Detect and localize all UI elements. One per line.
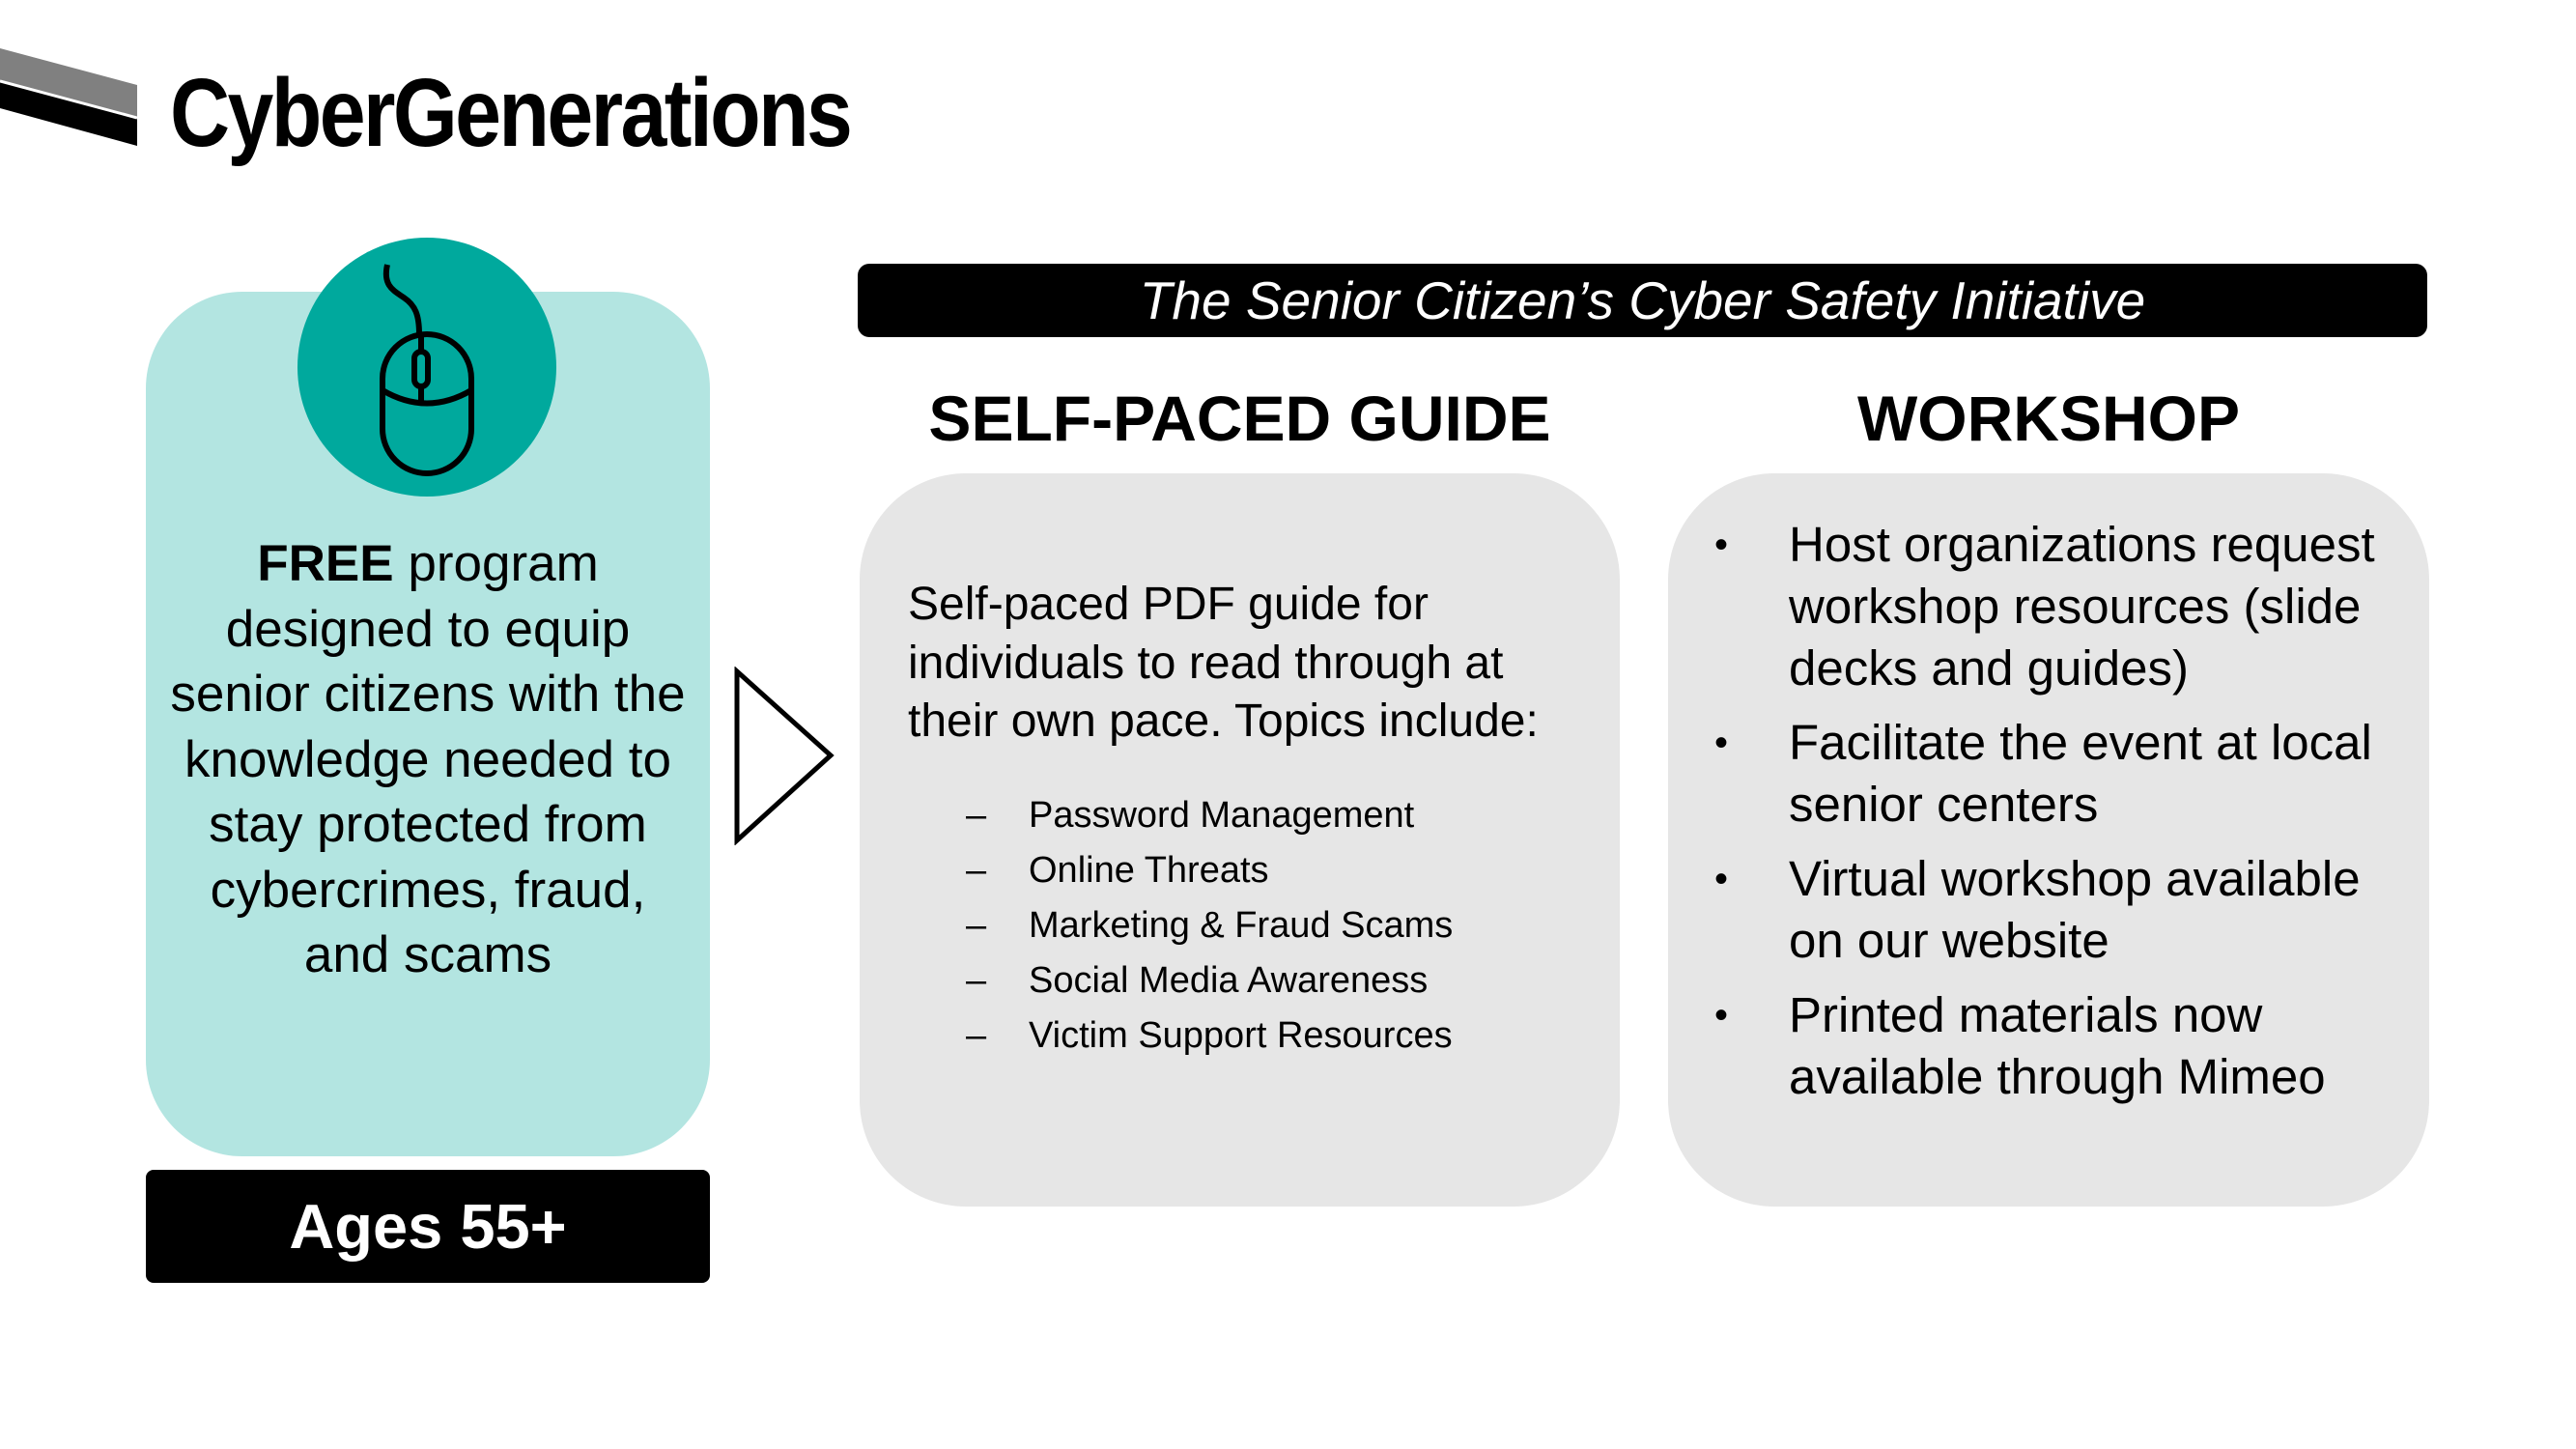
list-item: •Virtual workshop available on our websi… bbox=[1714, 848, 2410, 972]
list-item: •Host organizations request workshop res… bbox=[1714, 514, 2410, 699]
list-item: –Social Media Awareness bbox=[966, 953, 1453, 1009]
list-item: –Victim Support Resources bbox=[966, 1009, 1453, 1064]
guide-description: Self-paced PDF guide for individuals to … bbox=[908, 579, 1539, 747]
workshop-heading: WORKSHOP bbox=[1857, 383, 2240, 454]
workshop-item: Virtual workshop available on our websit… bbox=[1789, 851, 2361, 968]
topic-label: Password Management bbox=[1029, 795, 1415, 836]
topic-label: Online Threats bbox=[1029, 850, 1269, 891]
page-title: CyberGenerations bbox=[170, 59, 853, 167]
topic-label: Victim Support Resources bbox=[1029, 1015, 1453, 1056]
workshop-panel bbox=[1668, 473, 2429, 1207]
initiative-banner: The Senior Citizen’s Cyber Safety Initia… bbox=[858, 264, 2427, 337]
intro-description: program designed to equip senior citizen… bbox=[170, 535, 686, 983]
list-item: –Online Threats bbox=[966, 843, 1453, 898]
computer-mouse-icon bbox=[380, 264, 474, 476]
topics-list: –Password Management –Online Threats –Ma… bbox=[966, 788, 1453, 1064]
topic-label: Social Media Awareness bbox=[1029, 960, 1429, 1001]
workshop-item: Printed materials now available through … bbox=[1789, 987, 2326, 1104]
logo-stripes-icon bbox=[0, 48, 137, 146]
workshop-list: •Host organizations request workshop res… bbox=[1714, 514, 2410, 1121]
topic-label: Marketing & Fraud Scams bbox=[1029, 905, 1454, 946]
workshop-item: Facilitate the event at local senior cen… bbox=[1789, 715, 2372, 832]
guide-heading: SELF-PACED GUIDE bbox=[928, 383, 1551, 454]
list-item: •Printed materials now available through… bbox=[1714, 984, 2410, 1108]
guide-panel bbox=[860, 473, 1620, 1207]
list-item: –Password Management bbox=[966, 788, 1453, 843]
list-item: –Marketing & Fraud Scams bbox=[966, 898, 1453, 953]
intro-text: FREE program designed to equip senior ci… bbox=[164, 531, 692, 988]
free-label: FREE bbox=[257, 535, 394, 592]
mouse-icon-badge bbox=[297, 238, 556, 497]
arrow-right-icon bbox=[734, 667, 835, 845]
age-badge: Ages 55+ bbox=[146, 1170, 710, 1283]
workshop-item: Host organizations request workshop reso… bbox=[1789, 517, 2375, 696]
list-item: •Facilitate the event at local senior ce… bbox=[1714, 712, 2410, 836]
